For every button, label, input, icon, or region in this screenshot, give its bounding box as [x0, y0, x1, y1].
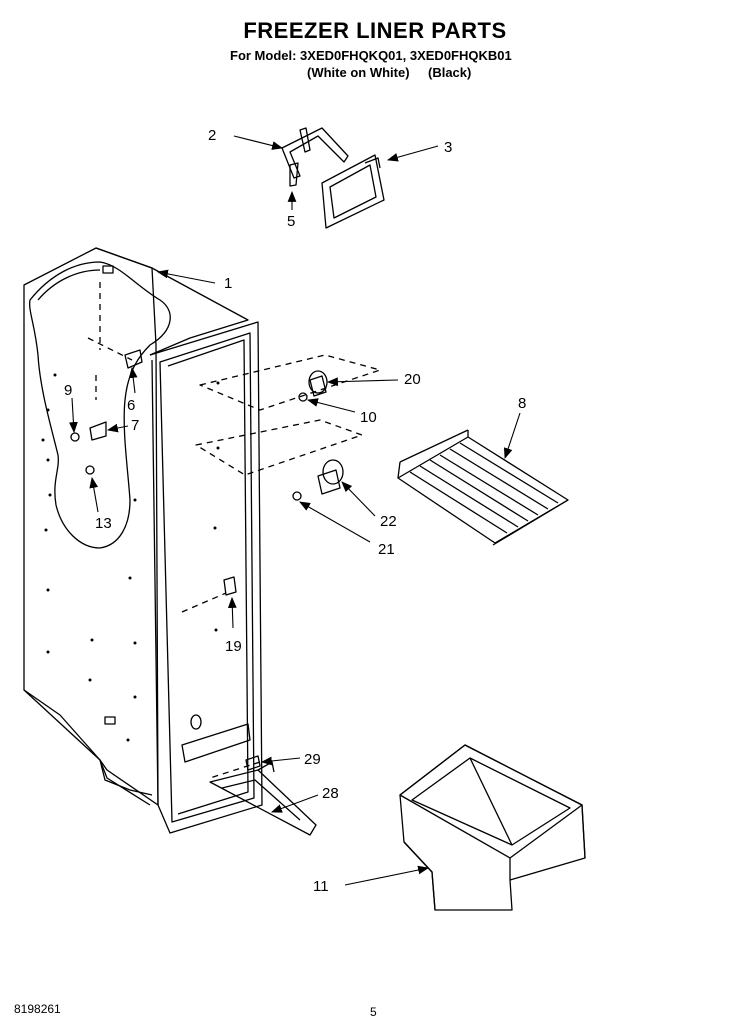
callout-10: 10 — [360, 409, 377, 426]
variant-white: (White on White) — [307, 65, 410, 80]
freezer-liner — [23, 247, 263, 834]
part-20-knob — [199, 354, 381, 411]
variant-black: (Black) — [428, 65, 472, 80]
callout-7: 7 — [131, 417, 139, 434]
callout-22: 22 — [380, 513, 397, 530]
callout-2: 2 — [208, 127, 216, 144]
callout-6: 6 — [127, 397, 135, 414]
part-3-shield — [321, 154, 385, 229]
callout-11: 11 — [313, 878, 329, 895]
document-number: 8198261 — [14, 1002, 61, 1016]
callout-5: 5 — [287, 213, 295, 230]
part-29-screw — [245, 755, 261, 771]
callout-9: 9 — [64, 382, 72, 399]
leader-lines — [69, 135, 521, 886]
part-22-knob — [195, 419, 363, 501]
callout-8: 8 — [518, 395, 526, 412]
callout-13: 13 — [95, 515, 112, 532]
callout-20: 20 — [404, 371, 421, 388]
callout-28: 28 — [322, 785, 339, 802]
callout-29: 29 — [304, 751, 321, 768]
page-number: 5 — [370, 1005, 377, 1019]
callout-21: 21 — [378, 541, 395, 558]
callout-19: 19 — [225, 638, 242, 655]
part-11-bin — [399, 744, 586, 911]
callout-labels: 1 2 3 5 6 7 8 9 10 11 13 19 20 21 22 28 … — [64, 127, 526, 895]
page-title: FREEZER LINER PARTS — [243, 18, 507, 43]
part-8-wire-shelf — [397, 429, 569, 546]
callout-3: 3 — [444, 139, 452, 156]
part-2-bracket — [281, 127, 349, 187]
callout-1: 1 — [224, 275, 232, 292]
model-line: For Model: 3XED0FHQKQ01, 3XED0FHQKB01 — [230, 48, 512, 63]
